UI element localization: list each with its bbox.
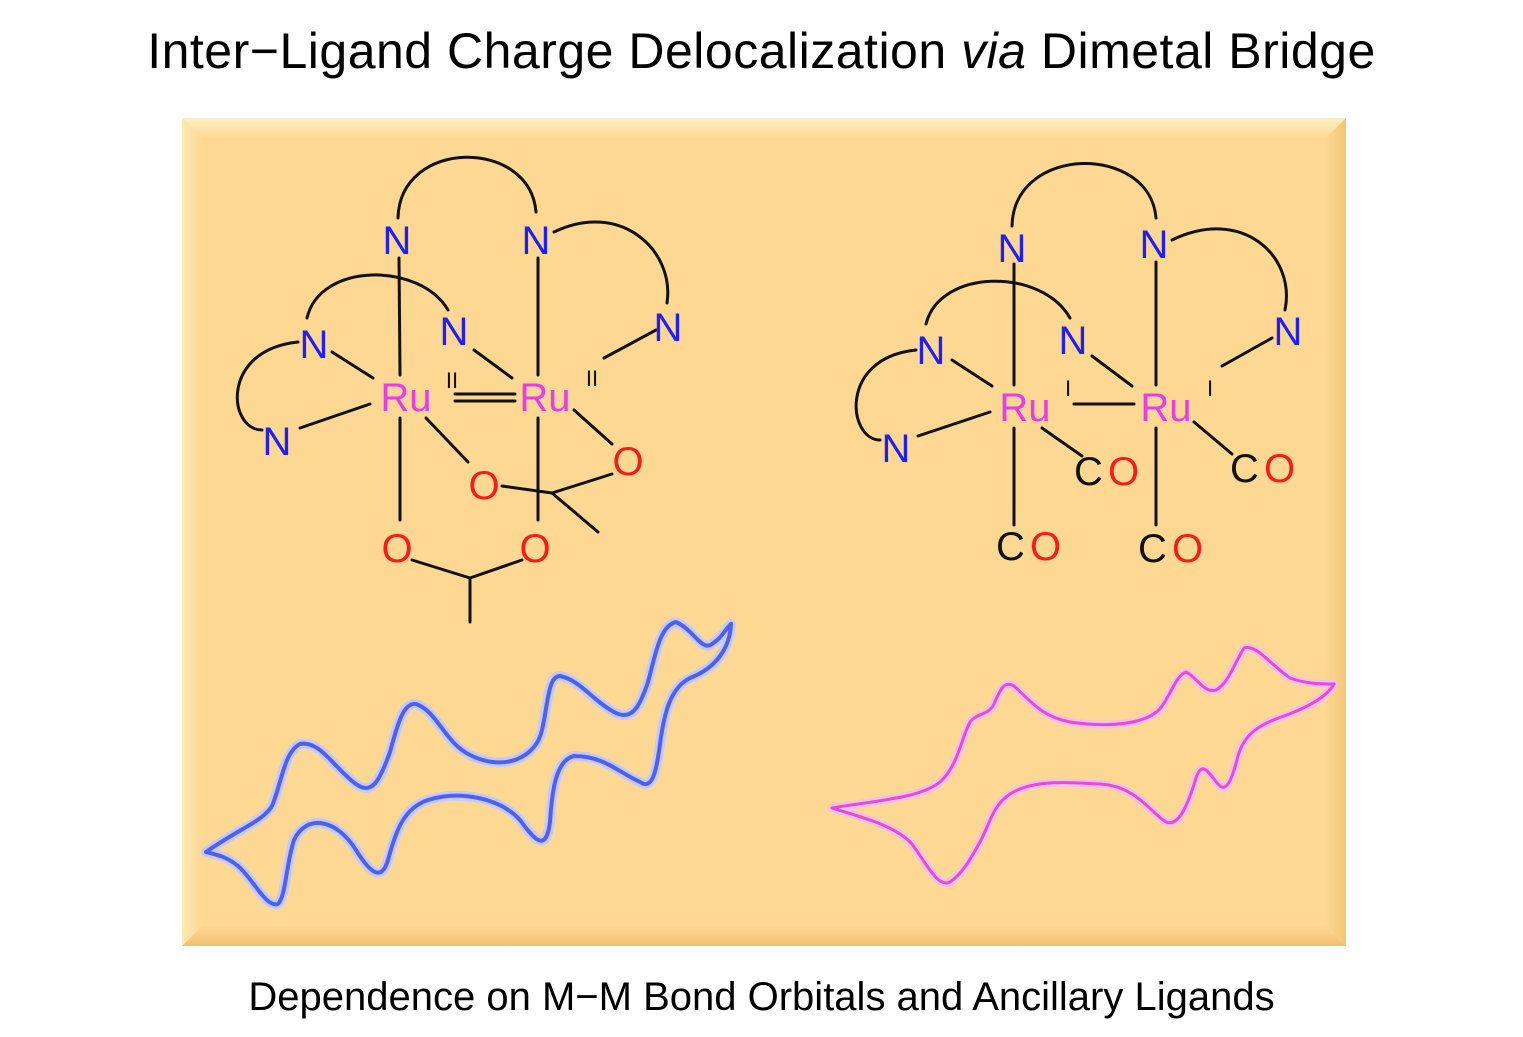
carbonyl-o: O [1172,527,1203,571]
right-bond [1192,420,1234,456]
left-o-atom: O [519,527,550,571]
left-arc-middle [305,273,450,320]
right-n-atom: N [917,329,946,373]
right-n-atom: N [882,427,911,471]
left-arc-right [552,220,670,305]
right-arc-middle [924,279,1072,326]
right-atom-labels: N N N N N N Ru Ru I I C O C O C O C O [882,223,1303,571]
right-oxidation-state: I [1207,376,1213,401]
left-bond [500,484,554,495]
right-bond [1090,354,1134,388]
right-arc-right [1170,227,1288,312]
right-structure [854,162,1288,527]
left-bond [424,416,470,464]
left-n-atom: N [522,219,551,263]
left-bond [468,558,524,580]
left-bond [330,350,375,380]
title-italic: via [961,23,1027,79]
left-structure [235,155,670,624]
left-ru-atom: Ru [380,376,431,420]
right-n-atom: N [1140,223,1169,267]
left-n-atom: N [383,219,412,263]
right-carbonyl: C O [1074,450,1139,494]
carbonyl-o: O [1030,525,1061,569]
panel-bevel-bottom [182,926,1346,946]
left-bond [572,408,614,446]
right-n-atom: N [1059,319,1088,363]
left-o-atom: O [381,527,412,571]
left-arc-top [396,155,538,220]
left-bond [550,472,614,495]
left-ru-atom: Ru [519,376,570,420]
right-n-atom: N [998,227,1027,271]
right-arc-left [854,348,918,442]
right-ru-atom: Ru [1140,386,1191,430]
right-bond [950,358,994,388]
carbonyl-c: C [1230,447,1259,491]
carbonyl-c: C [1074,450,1103,494]
left-cv-upper [204,620,733,854]
panel-bevel-top [182,118,1346,138]
carbonyl-o: O [1108,450,1139,494]
left-n-atom: N [654,306,683,350]
right-cv-lower [830,682,1336,885]
right-bond [916,410,992,438]
left-o-atom: O [468,464,499,508]
left-cv-lower [204,622,733,907]
right-cv-curve [828,643,1338,887]
left-bond [397,256,402,377]
right-ru-atom: Ru [999,386,1050,430]
left-bond [472,348,514,380]
left-bond [298,402,372,430]
left-oxidation-state: II [586,366,598,391]
right-cv-upper [830,646,1336,810]
left-n-atom: N [300,323,329,367]
left-o-atom: O [612,440,643,484]
right-n-atom: N [1274,310,1303,354]
page-title: Inter−Ligand Charge Delocalization via D… [0,22,1523,80]
right-carbonyl: C O [1138,527,1203,571]
left-bond [410,558,472,580]
right-arc-top [1010,162,1158,228]
left-cv-curve [201,617,736,910]
left-bond [550,491,600,534]
carbonyl-c: C [996,525,1025,569]
right-bond [1220,336,1274,368]
figure-caption: Dependence on M−M Bond Orbitals and Anci… [248,975,1275,1019]
panel-bevel-left [182,118,202,946]
left-atom-labels: N N N N N N Ru Ru II II O O O O [263,219,683,571]
title-part-2: Dimetal Bridge [1026,23,1376,79]
panel-bevel-right [1326,118,1346,946]
left-bond [602,328,658,360]
left-arc-left [235,340,300,432]
right-carbonyl: C O [1230,447,1295,491]
title-part-1: Inter−Ligand Charge Delocalization [147,23,962,79]
carbonyl-o: O [1264,447,1295,491]
right-carbonyl: C O [996,525,1061,569]
left-n-atom: N [440,310,469,354]
left-n-atom: N [263,420,292,464]
left-oxidation-state: II [446,368,458,393]
right-oxidation-state: I [1065,376,1071,401]
carbonyl-c: C [1138,527,1167,571]
right-bond [1040,426,1084,458]
